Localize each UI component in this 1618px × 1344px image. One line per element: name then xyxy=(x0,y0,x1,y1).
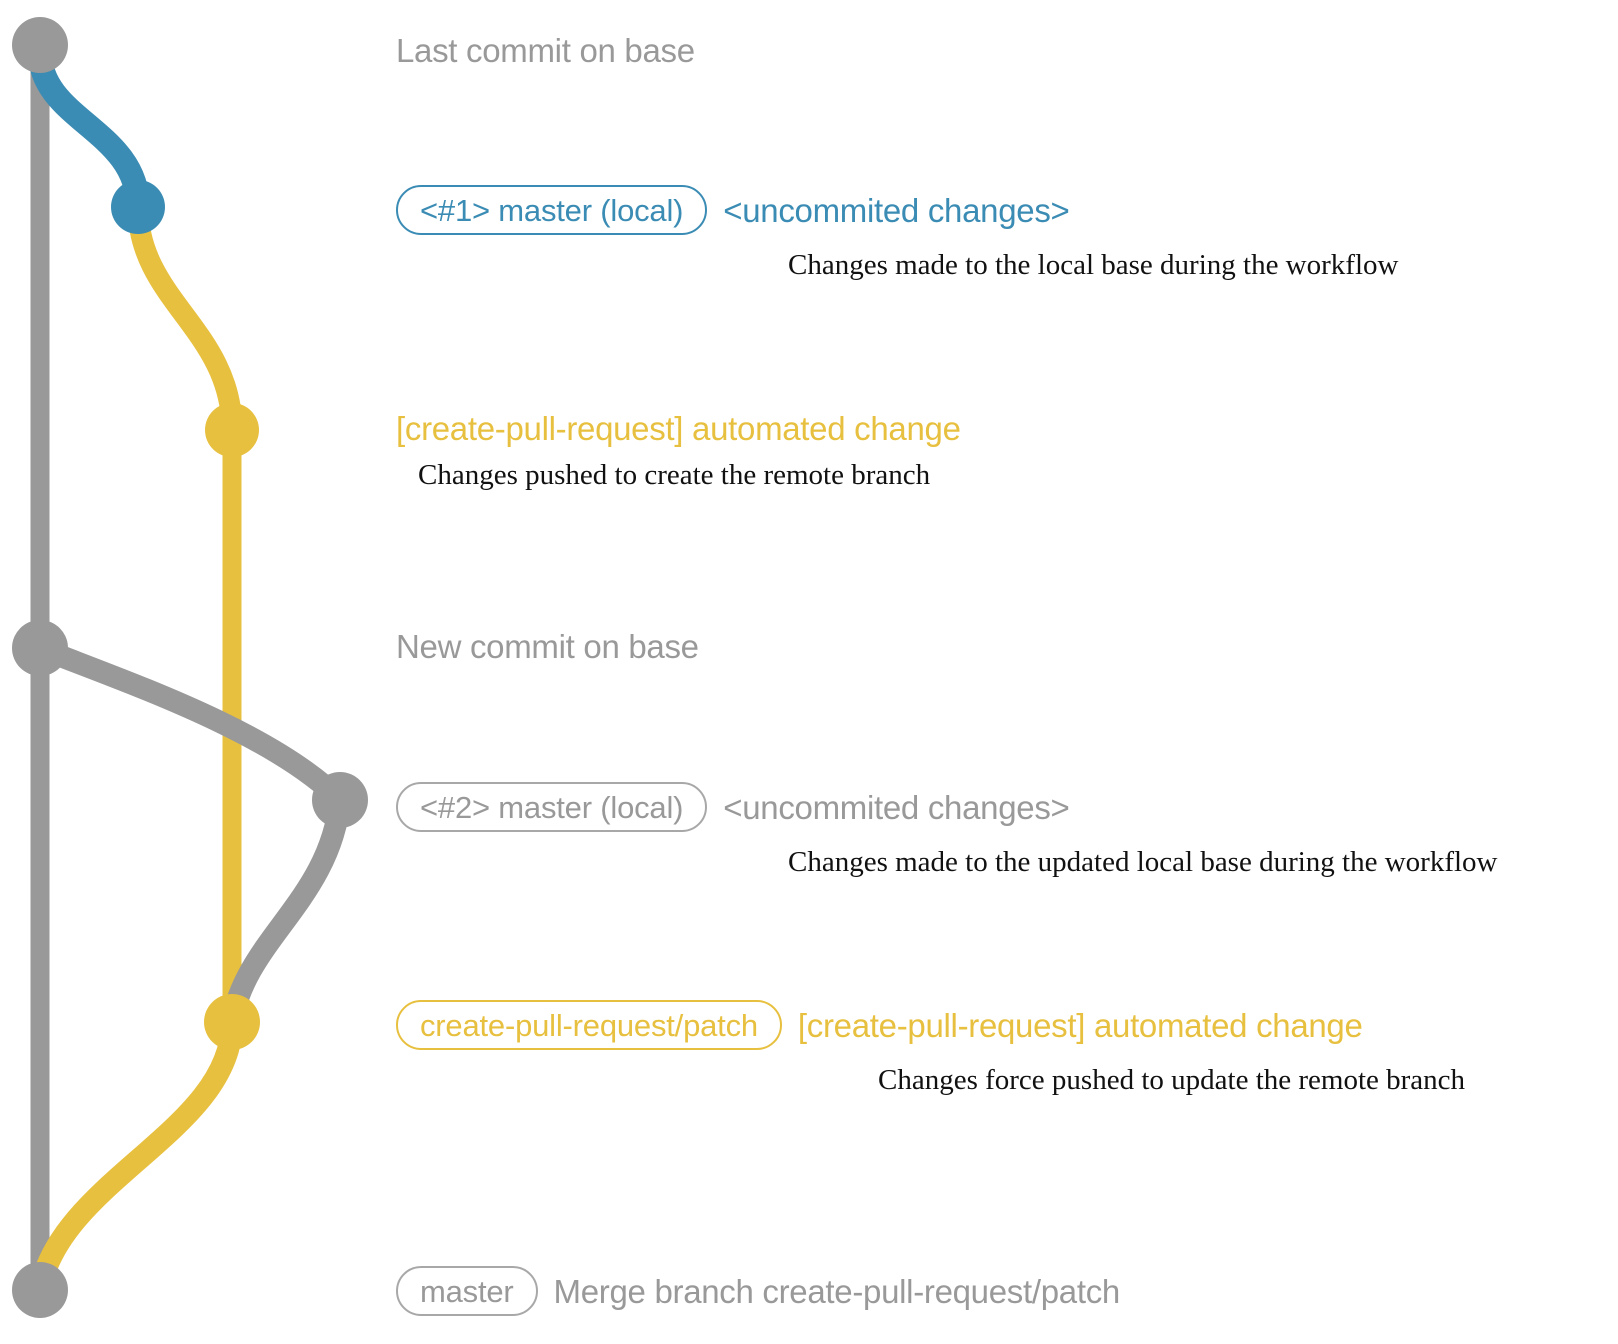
commit-node-patch-2[interactable] xyxy=(204,994,260,1050)
row-automated-change-1: [create-pull-request] automated change C… xyxy=(396,412,961,492)
row-new-commit-on-base: New commit on base xyxy=(396,630,699,663)
commit-subtitle: Changes force pushed to update the remot… xyxy=(878,1064,1466,1096)
commit-subtitle: Changes made to the updated local base d… xyxy=(788,846,1498,878)
commit-subtitle: Changes made to the local base during th… xyxy=(788,249,1399,281)
row-main: New commit on base xyxy=(396,630,699,663)
commit-title: New commit on base xyxy=(396,628,699,665)
branch-badge-master-local-1[interactable]: <#1> master (local) xyxy=(396,185,708,235)
branch-badge-master[interactable]: master xyxy=(396,1266,538,1316)
row-automated-change-2: create-pull-request/patch [create-pull-r… xyxy=(396,1000,1465,1097)
edge-local1-to-patch1 xyxy=(127,196,243,441)
row-main: Last commit on base xyxy=(396,34,695,67)
row-main: create-pull-request/patch [create-pull-r… xyxy=(396,1000,1465,1050)
branch-badge-create-pull-request-patch[interactable]: create-pull-request/patch xyxy=(396,1000,782,1050)
row-main: <#1> master (local) <uncommited changes> xyxy=(396,185,1398,235)
commit-title: Last commit on base xyxy=(396,32,695,69)
row-main: <#2> master (local) <uncommited changes> xyxy=(396,782,1498,832)
row-main: master Merge branch create-pull-request/… xyxy=(396,1266,1120,1316)
commit-title: <uncommited changes> xyxy=(723,191,1070,229)
row-merge-commit: master Merge branch create-pull-request/… xyxy=(396,1266,1120,1316)
commit-subtitle: Changes pushed to create the remote bran… xyxy=(418,459,931,491)
commit-node-merge-final[interactable] xyxy=(12,1262,68,1318)
edge-patch2-to-merge xyxy=(29,1011,243,1301)
commit-node-base-new[interactable] xyxy=(12,620,68,676)
commit-node-local-1[interactable] xyxy=(111,180,165,234)
commit-node-base-last[interactable] xyxy=(12,17,68,73)
branch-badge-master-local-2[interactable]: <#2> master (local) xyxy=(396,782,708,832)
row-main: [create-pull-request] automated change xyxy=(396,412,961,445)
row-master-local-1: <#1> master (local) <uncommited changes>… xyxy=(396,185,1398,282)
commit-title: [create-pull-request] automated change xyxy=(797,1006,1363,1044)
commit-node-patch-1[interactable] xyxy=(205,403,259,457)
commit-title: [create-pull-request] automated change xyxy=(396,410,961,447)
commit-node-local-2[interactable] xyxy=(312,772,368,828)
edge-basenew-to-local2 xyxy=(29,637,351,811)
commit-title: <uncommited changes> xyxy=(723,788,1070,826)
row-last-commit-on-base: Last commit on base xyxy=(396,34,695,67)
edge-local2-to-patch2 xyxy=(221,789,351,1033)
commit-title: Merge branch create-pull-request/patch xyxy=(553,1272,1121,1310)
row-master-local-2: <#2> master (local) <uncommited changes>… xyxy=(396,782,1498,879)
git-graph xyxy=(12,17,368,1318)
